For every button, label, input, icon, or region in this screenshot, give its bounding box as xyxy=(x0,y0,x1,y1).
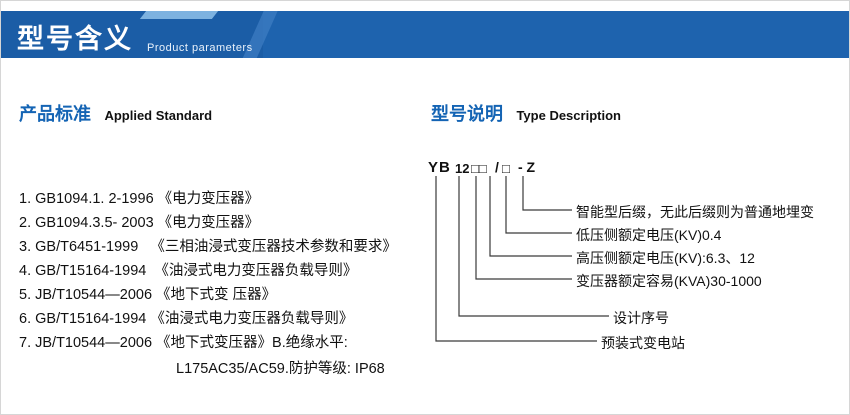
banner-title: 型号含义 xyxy=(17,24,133,54)
standard-item: 7. JB/T10544—2006 《地下式变压器》B.绝缘水平: xyxy=(19,335,348,351)
code-voltage-box: □ xyxy=(502,161,510,176)
code-label-design-serial: 设计序号 xyxy=(613,310,669,326)
standard-item: 1. GB1094.1. 2-1996 《电力变压器》 xyxy=(19,191,260,207)
standard-item: 5. JB/T10544—2006 《地下式变 压器》 xyxy=(19,287,277,303)
standard-item: 3. GB/T6451-1999 《三相油浸式变压器技术参数和要求》 xyxy=(19,239,397,255)
code-suffix: - Z xyxy=(518,159,536,175)
code-label-rated-capacity: 变压器额定容易(KVA)30-1000 xyxy=(576,273,762,289)
code-label-prefab-substation: 预装式变电站 xyxy=(601,335,685,351)
standard-item-continuation: L175AC35/AC59.防护等级: IP68 xyxy=(176,361,385,377)
connector-lines xyxy=(435,176,609,342)
standard-item: 2. GB1094.3.5- 2003 《电力变压器》 xyxy=(19,215,260,231)
standards-list: 1. GB1094.1. 2-1996 《电力变压器》 2. GB1094.3.… xyxy=(19,187,397,381)
section-banner: 型号含义 Product parameters xyxy=(1,11,849,58)
code-slash: / xyxy=(495,159,499,175)
banner-accent-stripe xyxy=(139,11,219,19)
standard-item: 4. GB/T15164-1994 《油浸式电力变压器负载导则》 xyxy=(19,263,358,279)
code-label-high-voltage: 高压侧额定电压(KV):6.3、12 xyxy=(576,250,755,266)
code-label-smart-suffix: 智能型后缀，无此后缀则为普通地埋变 xyxy=(576,204,814,220)
applied-standard-heading: 产品标准 Applied Standard xyxy=(19,100,212,126)
applied-standard-heading-en: Applied Standard xyxy=(104,108,213,123)
code-capacity-boxes: □□ xyxy=(471,161,487,176)
applied-standard-heading-cn: 产品标准 xyxy=(19,104,91,124)
model-code-diagram: YB 12 □□ / □ - Z 智能型后缀，无此后缀则为普通地埋变 低压侧额定… xyxy=(426,159,848,399)
banner-subtitle: Product parameters xyxy=(147,42,253,54)
banner-left-panel xyxy=(1,11,263,58)
type-description-heading-cn: 型号说明 xyxy=(431,104,503,124)
type-description-heading-en: Type Description xyxy=(516,108,621,123)
standard-item: 6. GB/T15164-1994 《油浸式电力变压器负载导则》 xyxy=(19,311,354,327)
code-label-low-voltage: 低压侧额定电压(KV)0.4 xyxy=(576,227,722,243)
code-prefix: YB xyxy=(428,159,451,176)
type-description-heading: 型号说明 Type Description xyxy=(431,100,621,126)
code-serial-number: 12 xyxy=(455,161,470,176)
